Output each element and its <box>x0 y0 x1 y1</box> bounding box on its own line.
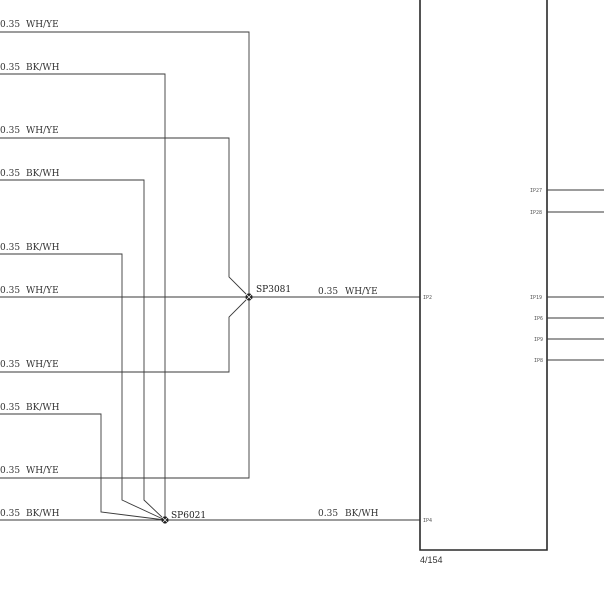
connector-outline <box>419 0 548 551</box>
wire-8-color: BK/WH <box>26 403 60 413</box>
wire-7-color: WH/YE <box>26 360 59 370</box>
pin-label-right: IP8 <box>534 358 543 364</box>
splice-label: SP6021 <box>171 511 206 521</box>
sp3081-output-gauge: 0.35 <box>318 287 338 297</box>
pin-label-right: IP9 <box>534 337 543 343</box>
wire-5-color: BK/WH <box>26 243 60 253</box>
wire-3-color: WH/YE <box>26 126 59 136</box>
wire-2-path <box>0 73 166 520</box>
splice-sp3081: SP3081 <box>245 285 291 301</box>
wire-2-gauge: 0.35 <box>0 63 20 73</box>
wire-5-gauge: 0.35 <box>0 243 20 253</box>
wire-3-path <box>0 137 250 298</box>
wire-6-color: WH/YE <box>26 286 59 296</box>
wire-4-gauge: 0.35 <box>0 169 20 179</box>
wire-1-path <box>0 31 250 297</box>
wire-8-path <box>0 413 166 521</box>
wire-10-color: BK/WH <box>26 509 60 519</box>
wire-9-color: WH/YE <box>26 466 59 476</box>
pin-label-right: IP6 <box>534 316 543 322</box>
page-reference: 4/154 <box>420 555 443 565</box>
pin-label-left: IP4 <box>423 518 432 524</box>
connector-box: IP2 IP4 IP27 IP28 IP19 IP6 IP9 IP8 4/154 <box>419 0 548 565</box>
pin-label-left: IP2 <box>423 295 432 301</box>
wire-6-gauge: 0.35 <box>0 286 20 296</box>
wire-4-path <box>0 179 166 521</box>
right-pin-wires <box>547 189 604 361</box>
wire-1-color: WH/YE <box>26 20 59 30</box>
wires-to-sp3081 <box>0 31 250 479</box>
wire-3-gauge: 0.35 <box>0 126 20 136</box>
splice-sp6021: SP6021 <box>161 511 206 524</box>
wire-9-path <box>0 297 250 479</box>
wire-8-gauge: 0.35 <box>0 403 20 413</box>
wires-to-sp6021 <box>0 73 166 521</box>
wire-7-path <box>0 296 250 373</box>
wire-7-gauge: 0.35 <box>0 360 20 370</box>
pin-label-right: IP27 <box>530 188 542 194</box>
wire-2-color: BK/WH <box>26 63 60 73</box>
sp3081-output-color: WH/YE <box>345 287 378 297</box>
sp6021-output-gauge: 0.35 <box>318 509 338 519</box>
splice-label: SP3081 <box>256 285 291 295</box>
pin-label-right: IP28 <box>530 210 542 216</box>
left-wire-labels: 0.35 WH/YE 0.35 BK/WH 0.35 WH/YE 0.35 BK… <box>0 20 60 519</box>
wire-9-gauge: 0.35 <box>0 466 20 476</box>
wire-5-path <box>0 253 166 521</box>
sp6021-output-color: BK/WH <box>345 509 379 519</box>
pin-label-right: IP19 <box>530 295 542 301</box>
wire-1-gauge: 0.35 <box>0 20 20 30</box>
wire-10-gauge: 0.35 <box>0 509 20 519</box>
wire-4-color: BK/WH <box>26 169 60 179</box>
